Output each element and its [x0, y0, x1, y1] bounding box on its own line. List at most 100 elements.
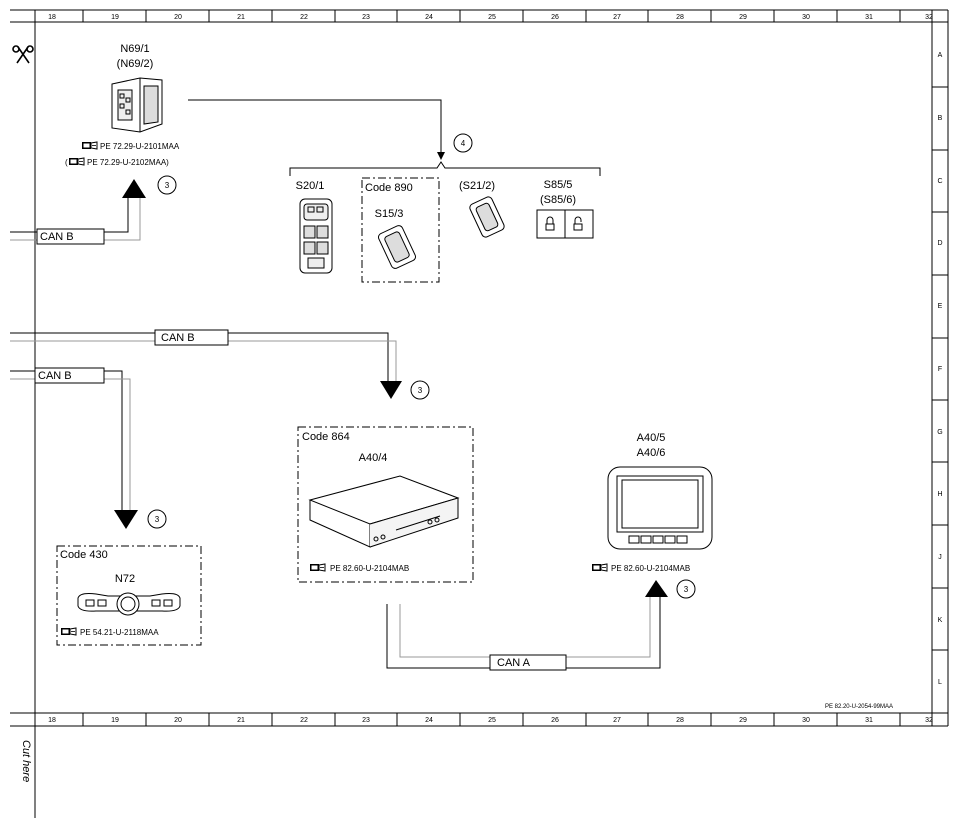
bus-label: CAN B: [40, 231, 74, 243]
col-label: 22: [300, 717, 308, 724]
col-label: 26: [551, 717, 559, 724]
switch-image: [378, 225, 416, 269]
option-code: Code 864: [302, 431, 350, 443]
bus-label: CAN B: [161, 332, 195, 344]
component-code890: Code 890 S15/3: [361, 177, 440, 283]
component-n69: N69/1 (N69/2) PE 72.29-U-2101MAA ( PE 72…: [65, 43, 180, 167]
row-label: D: [937, 240, 942, 247]
col-label: 25: [488, 14, 496, 21]
component-s20: S20/1: [296, 180, 333, 274]
marker-number: 4: [461, 139, 466, 148]
component-s85: S85/5 (S85/6): [536, 179, 594, 239]
marker-n69: 3: [157, 175, 177, 195]
marker-number: 3: [418, 386, 423, 395]
arrow-down-n72: [114, 510, 138, 529]
col-label: 23: [362, 717, 370, 724]
component-label: (S85/6): [540, 194, 576, 206]
row-label: G: [937, 429, 942, 436]
column-labels-top: 18 19 20 21 22 23 24 25 26 27 28 29 30 3…: [48, 14, 933, 21]
row-label: B: [938, 115, 943, 122]
col-label: 19: [111, 14, 119, 21]
arrow-down-a404: [380, 381, 402, 399]
component-label: (N69/2): [117, 58, 154, 70]
col-label: 31: [865, 717, 873, 724]
col-label: 27: [613, 717, 621, 724]
component-n72: Code 430 N72 PE 54.21-U-2118MAA: [56, 545, 202, 646]
book-icon: [592, 563, 608, 572]
window-switch-panel-image: [299, 198, 333, 274]
cut-here-label: Cut here: [20, 740, 32, 782]
component-label: A40/4: [359, 452, 388, 464]
component-reference: PE 54.21-U-2118MAA: [80, 628, 159, 637]
marker-number: 3: [684, 585, 689, 594]
col-label: 21: [237, 717, 245, 724]
col-label: 28: [676, 717, 684, 724]
component-reference: PE 72.29-U-2102MAA): [87, 158, 169, 167]
col-label: 32: [925, 717, 933, 724]
marker-n72: 3: [147, 509, 167, 529]
switch-image: [469, 196, 505, 238]
arrow-up-a405: [645, 580, 668, 597]
col-label: 30: [802, 717, 810, 724]
bus-label-can-b-2: CAN B: [154, 329, 229, 346]
bus-label: CAN A: [497, 657, 531, 669]
marker-group: 4: [453, 133, 473, 153]
col-label: 31: [865, 14, 873, 21]
col-label: 29: [739, 717, 747, 724]
arrow-up-n69: [122, 179, 146, 198]
option-code: Code 890: [365, 182, 413, 194]
component-a405: A40/5 A40/6 PE 82.60-U-2104MAB: [592, 432, 713, 573]
sheet-frame: [10, 9, 949, 818]
col-label: 18: [48, 14, 56, 21]
col-label: 19: [111, 717, 119, 724]
marker-a405: 3: [676, 579, 696, 599]
component-label: A40/5: [637, 432, 666, 444]
option-code: Code 430: [60, 549, 108, 561]
component-label: N72: [115, 573, 135, 585]
column-labels-bottom: 18 19 20 21 22 23 24 25 26 27 28 29 30 3…: [48, 717, 933, 724]
marker-number: 3: [165, 181, 170, 190]
row-label: E: [938, 303, 943, 310]
row-labels: A B C D E F G H J K L: [937, 52, 942, 686]
book-icon: [82, 141, 98, 150]
book-icon: [69, 157, 85, 166]
col-label: 21: [237, 14, 245, 21]
lock-switch-image: [536, 209, 594, 239]
door-control-module-image: [111, 77, 163, 133]
component-a404: Code 864 A40/4 PE 82.60-U-2104MAB: [297, 426, 474, 583]
row-label: A: [938, 52, 943, 59]
col-label: 20: [174, 14, 182, 21]
col-label: 24: [425, 14, 433, 21]
control-panel-image: [77, 592, 181, 616]
col-label: 24: [425, 717, 433, 724]
col-label: 23: [362, 14, 370, 21]
col-label: 20: [174, 717, 182, 724]
scissors-icon: [12, 45, 34, 64]
component-reference: PE 82.60-U-2104MAB: [330, 564, 409, 573]
row-label: F: [938, 366, 942, 373]
arrowheads: [114, 152, 668, 597]
col-label: 27: [613, 14, 621, 21]
bus-label-can-a: CAN A: [489, 654, 567, 671]
diagram-reference: PE 82.20-U-2054-99MAA: [825, 704, 893, 710]
display-unit-image: [607, 466, 713, 550]
component-s21: (S21/2): [459, 180, 505, 238]
component-label: A40/6: [637, 447, 666, 459]
component-label: (S21/2): [459, 180, 495, 192]
col-label: 30: [802, 14, 810, 21]
bus-label-can-b-1: CAN B: [36, 228, 105, 245]
component-reference: PE 72.29-U-2101MAA: [100, 142, 180, 151]
unlock-icon: [573, 223, 583, 231]
bus-label: CAN B: [38, 370, 72, 382]
component-label: S85/5: [544, 179, 573, 191]
col-label: 22: [300, 14, 308, 21]
bus-label-can-b-3: CAN B: [34, 367, 105, 384]
component-label: N69/1: [120, 43, 149, 55]
row-label: C: [937, 178, 942, 185]
col-label: 29: [739, 14, 747, 21]
component-label: S15/3: [375, 208, 404, 220]
arrow-down-group: [437, 152, 445, 160]
lock-icon: [545, 223, 555, 231]
row-label: H: [937, 491, 942, 498]
